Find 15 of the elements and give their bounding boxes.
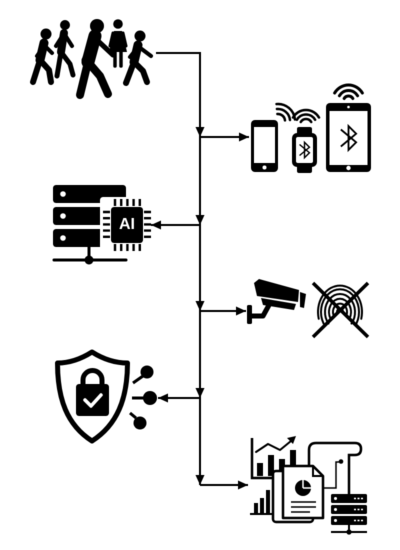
arrow bbox=[196, 225, 204, 311]
arrow bbox=[200, 480, 248, 490]
arrow bbox=[196, 137, 204, 225]
arrow bbox=[156, 52, 204, 137]
arrow bbox=[200, 306, 246, 316]
arrow bbox=[196, 398, 204, 485]
arrow bbox=[200, 132, 249, 142]
walking-people-icon bbox=[29, 19, 156, 100]
shield-lock-icon bbox=[53, 349, 158, 445]
wireless-devices-icon bbox=[249, 82, 372, 174]
chip-label: AI bbox=[111, 207, 143, 243]
reports-charts-icon bbox=[248, 436, 369, 537]
arrow bbox=[151, 220, 200, 230]
arrow bbox=[196, 311, 204, 398]
arrow bbox=[158, 394, 200, 402]
